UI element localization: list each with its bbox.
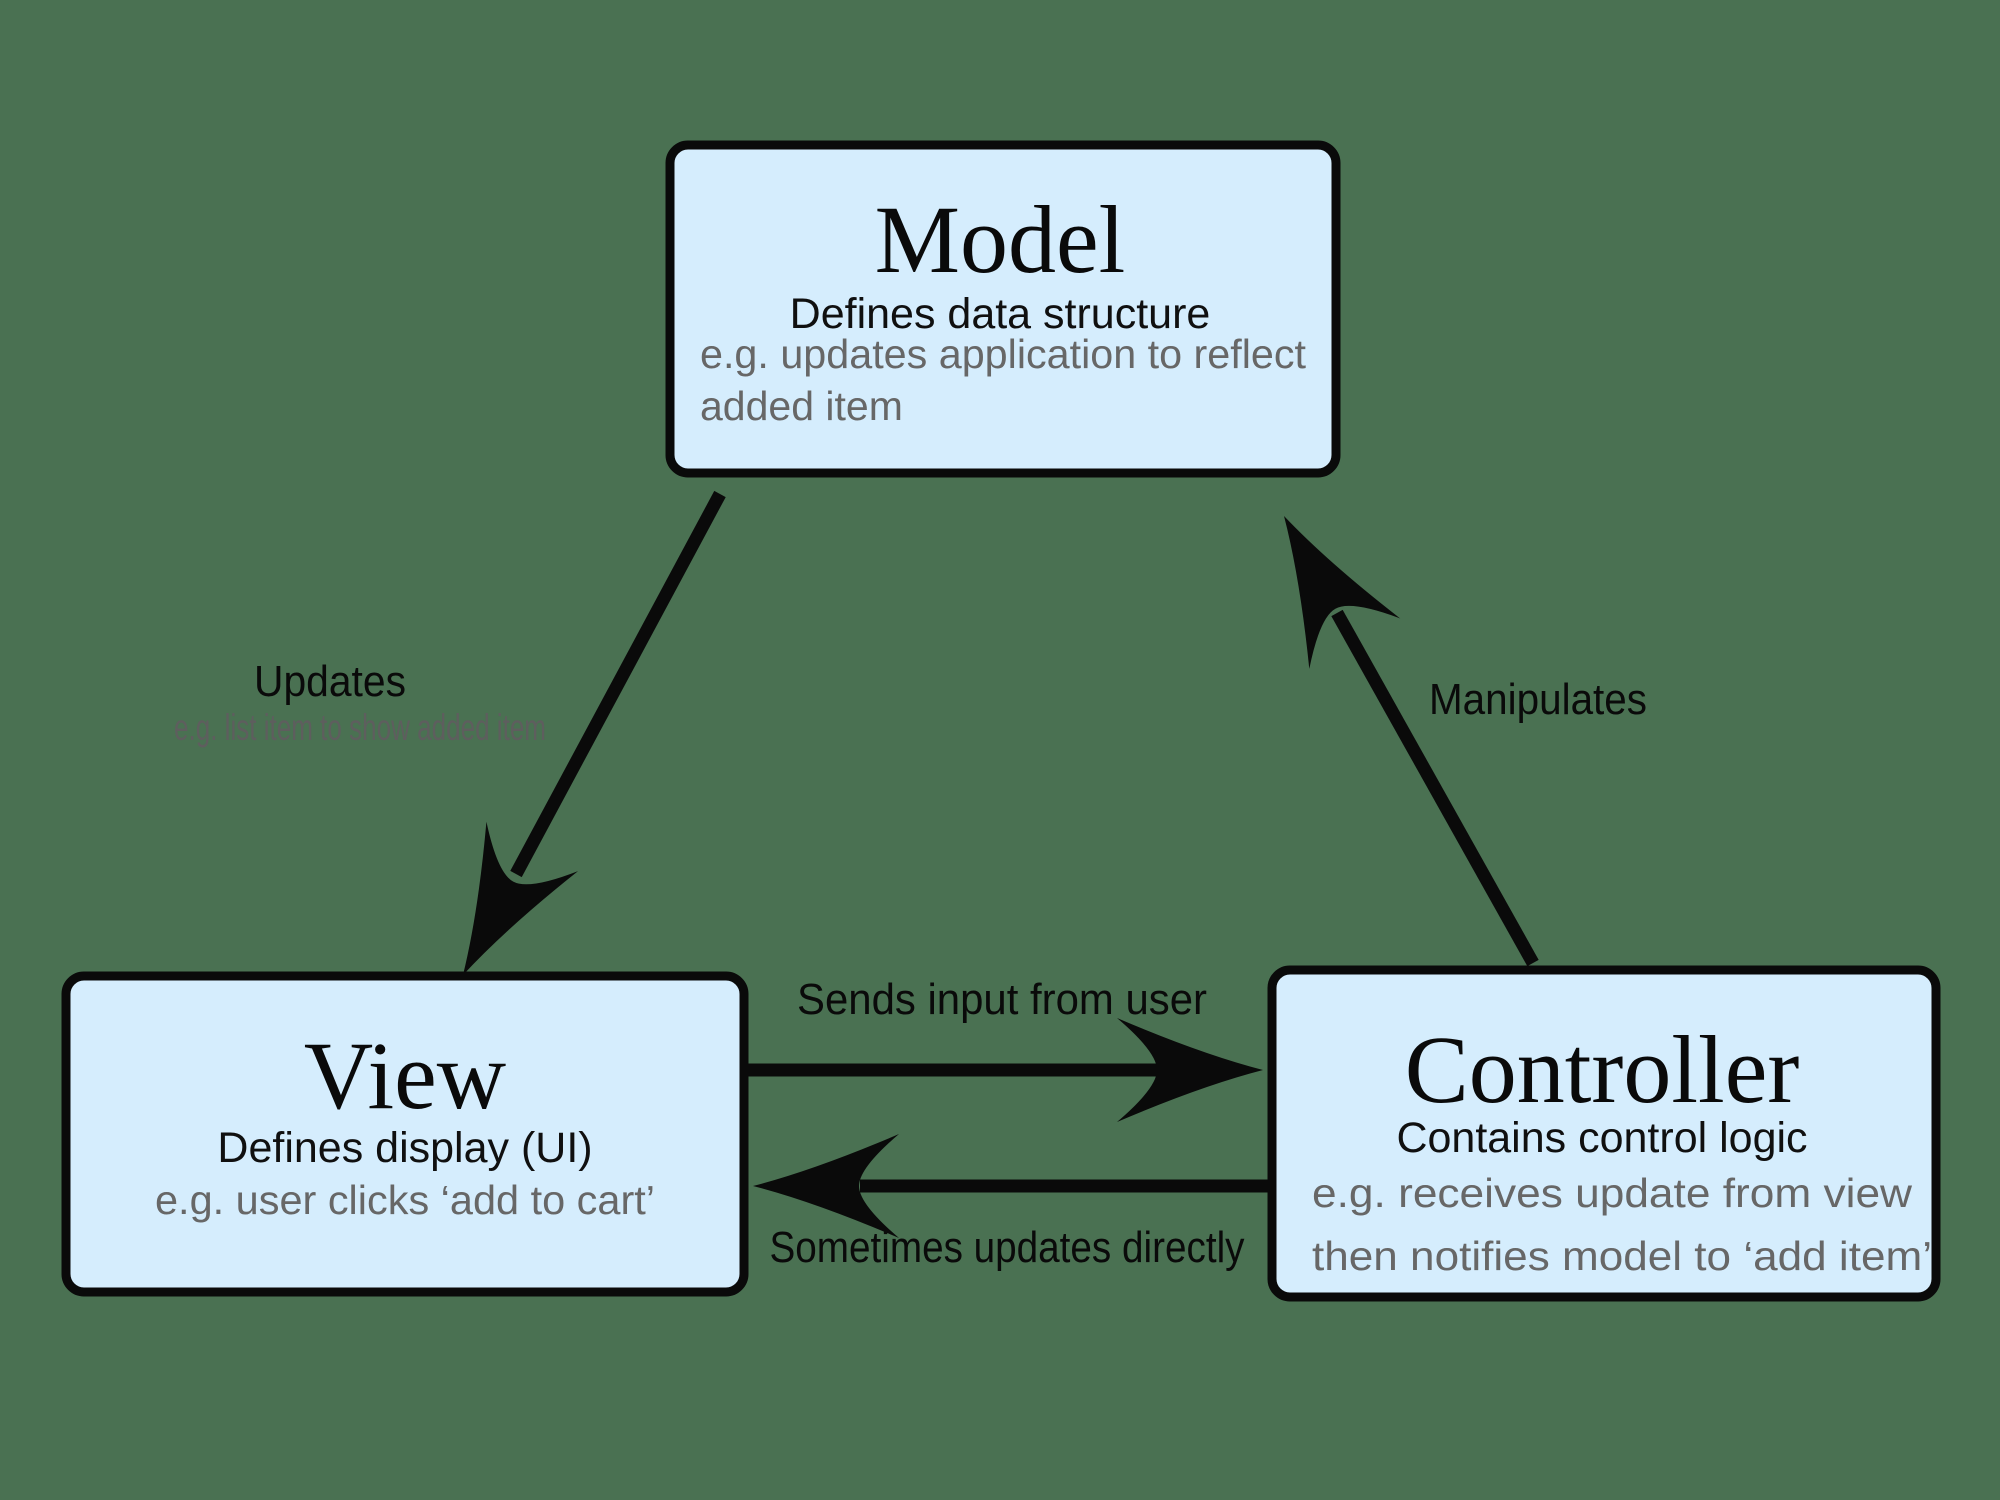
controller-title: Controller bbox=[1405, 1016, 1800, 1123]
model-subtitle: Defines data structure bbox=[790, 290, 1211, 338]
view-example-line-1: e.g. user clicks ‘add to cart’ bbox=[155, 1177, 655, 1223]
edge-controller-to-model bbox=[1331, 609, 1539, 967]
view-subtitle: Defines display (UI) bbox=[217, 1124, 592, 1172]
edge-label-sometimes-updates: Sometimes updates directly bbox=[770, 1223, 1245, 1272]
controller-node: Controller Contains control logic e.g. r… bbox=[1267, 965, 1941, 1302]
edge-lines bbox=[510, 490, 1539, 1193]
controller-example-line-1: e.g. receives update from view bbox=[1312, 1170, 1912, 1216]
model-example-line-1: e.g. updates application to reflect bbox=[700, 331, 1307, 377]
model-node: Model Defines data structure e.g. update… bbox=[665, 140, 1341, 478]
edge-label-updates: Updates bbox=[254, 657, 406, 706]
edge-labels: Updates e.g. list item to show added ite… bbox=[174, 657, 1647, 1272]
controller-box bbox=[1267, 965, 1941, 1302]
view-title: View bbox=[304, 1022, 506, 1129]
model-example-line-2: added item bbox=[700, 383, 903, 429]
view-node: View Defines display (UI) e.g. user clic… bbox=[61, 971, 749, 1297]
edge-label-manipulates: Manipulates bbox=[1429, 675, 1647, 724]
edge-label-sends-input: Sends input from user bbox=[797, 975, 1207, 1024]
model-title: Model bbox=[875, 186, 1126, 293]
edge-sublabel-updates: e.g. list item to show added item bbox=[174, 707, 546, 748]
model-box bbox=[665, 140, 1341, 478]
controller-subtitle: Contains control logic bbox=[1396, 1114, 1807, 1162]
edge-model-to-view bbox=[510, 490, 726, 878]
view-box bbox=[61, 971, 749, 1297]
controller-example-line-2: then notifies model to ‘add item’ bbox=[1312, 1233, 1932, 1279]
